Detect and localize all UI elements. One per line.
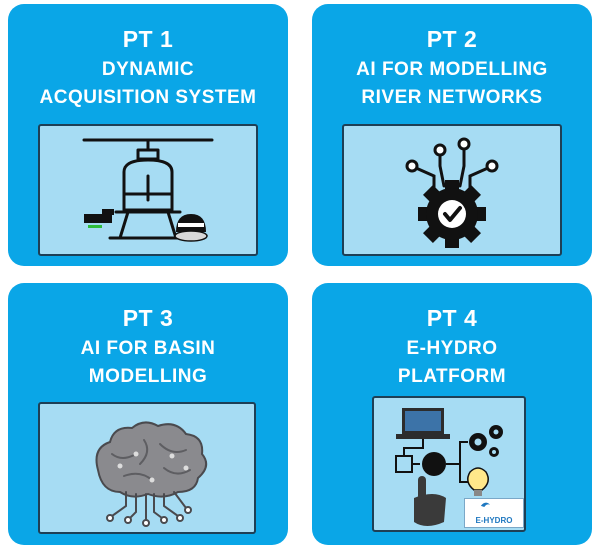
card-number: PT 3	[122, 305, 174, 331]
hand-pointer-icon	[414, 476, 446, 526]
card-pt1: PT 1 DYNAMIC ACQUISITION SYSTEM	[8, 4, 288, 266]
e-hydro-logo: E-HYDRO	[464, 498, 524, 528]
card-title-line2: MODELLING	[88, 366, 208, 387]
image-panel: E-HYDRO	[372, 396, 526, 532]
image-panel	[38, 402, 256, 534]
e-hydro-logo-text: E-HYDRO	[475, 516, 513, 525]
lightbulb-icon	[467, 467, 489, 496]
card-title-line1: DYNAMIC	[101, 59, 195, 80]
helicopter-icon	[82, 138, 214, 242]
image-panel	[38, 124, 258, 256]
card-title-line2: ACQUISITION SYSTEM	[39, 87, 257, 108]
card-pt2: PT 2 AI FOR MODELLING RIVER NETWORKS	[312, 4, 592, 266]
card-title-line2: PLATFORM	[397, 366, 507, 387]
sensor-drone-icon	[174, 214, 208, 242]
card-pt3: PT 3 AI FOR BASIN MODELLING	[8, 283, 288, 545]
platform-icon	[395, 408, 503, 526]
wave-logo-icon	[480, 502, 490, 507]
card-title-line2: RIVER NETWORKS	[361, 87, 543, 108]
card-number: PT 4	[426, 305, 478, 331]
card-number: PT 1	[122, 26, 174, 52]
card-title-line1: E-HYDRO	[406, 338, 498, 359]
gears-icon	[469, 425, 503, 457]
card-title-line1: AI FOR MODELLING	[356, 59, 548, 80]
card-pt4: PT 4 E-HYDRO PLATFORM	[312, 283, 592, 545]
gear-check-icon	[405, 137, 499, 248]
card-title-line1: AI FOR BASIN	[80, 338, 216, 359]
laptop-icon	[396, 408, 450, 439]
brain-circuit-icon	[95, 421, 208, 527]
card-number: PT 2	[426, 26, 478, 52]
image-panel	[342, 124, 562, 256]
